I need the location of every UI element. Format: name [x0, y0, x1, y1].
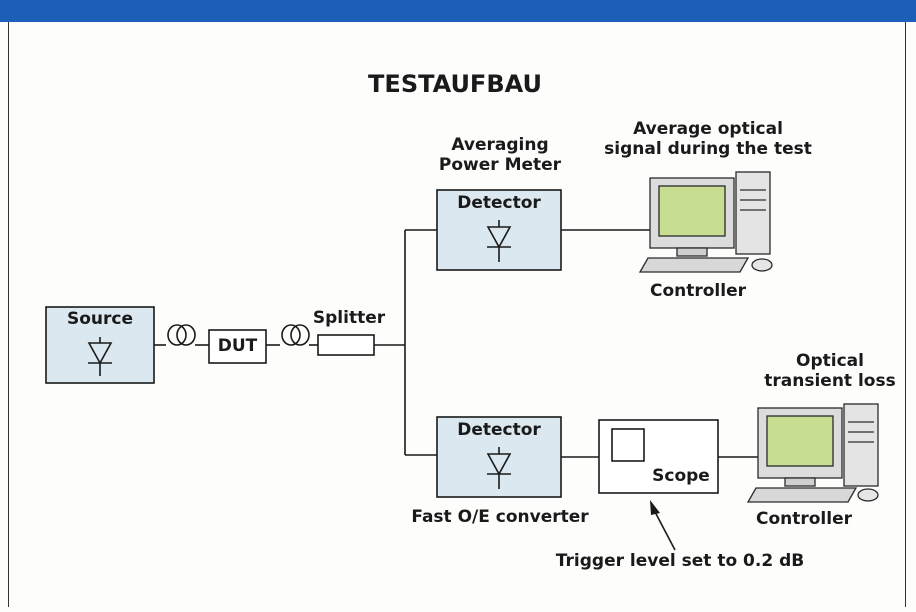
trigger-arrow [653, 509, 676, 551]
bottom-detector-label: Detector [457, 420, 541, 440]
dut-box [208, 329, 267, 364]
fiber-coil-1-icon [167, 324, 196, 346]
top-detector-label: Detector [457, 193, 541, 213]
bottom-detector-diode-icon [486, 447, 512, 489]
scope-screen-icon [611, 428, 645, 462]
controller-bottom-caption-line1: Optical [796, 351, 864, 371]
top-color-bar [0, 0, 916, 22]
controller-top-label: Controller [649, 281, 746, 301]
controller-bottom-caption-line2: transient loss [764, 371, 896, 391]
controller-bottom-computer-icon [746, 403, 879, 503]
page-title: TESTAUFBAU [368, 70, 542, 98]
dut-label: DUT [217, 336, 258, 356]
fiber-coil-2-icon [281, 324, 310, 346]
controller-top-caption-line2: signal during the test [604, 139, 812, 159]
splitter-box [317, 334, 375, 356]
controller-bottom-label: Controller [755, 509, 852, 529]
controller-top-computer-icon [638, 171, 773, 273]
power-meter-label-line2: Power Meter [438, 155, 562, 175]
power-meter-label-line1: Averaging [451, 135, 549, 155]
figure-frame [8, 22, 906, 607]
splitter-label: Splitter [312, 308, 386, 328]
scope-label: Scope [652, 466, 710, 486]
top-detector-diode-icon [486, 220, 512, 262]
source-diode-icon [87, 337, 113, 376]
trigger-note: Trigger level set to 0.2 dB [555, 551, 805, 571]
controller-top-caption-line1: Average optical [633, 119, 783, 139]
source-label: Source [66, 309, 134, 329]
fast-converter-label: Fast O/E converter [411, 507, 589, 527]
